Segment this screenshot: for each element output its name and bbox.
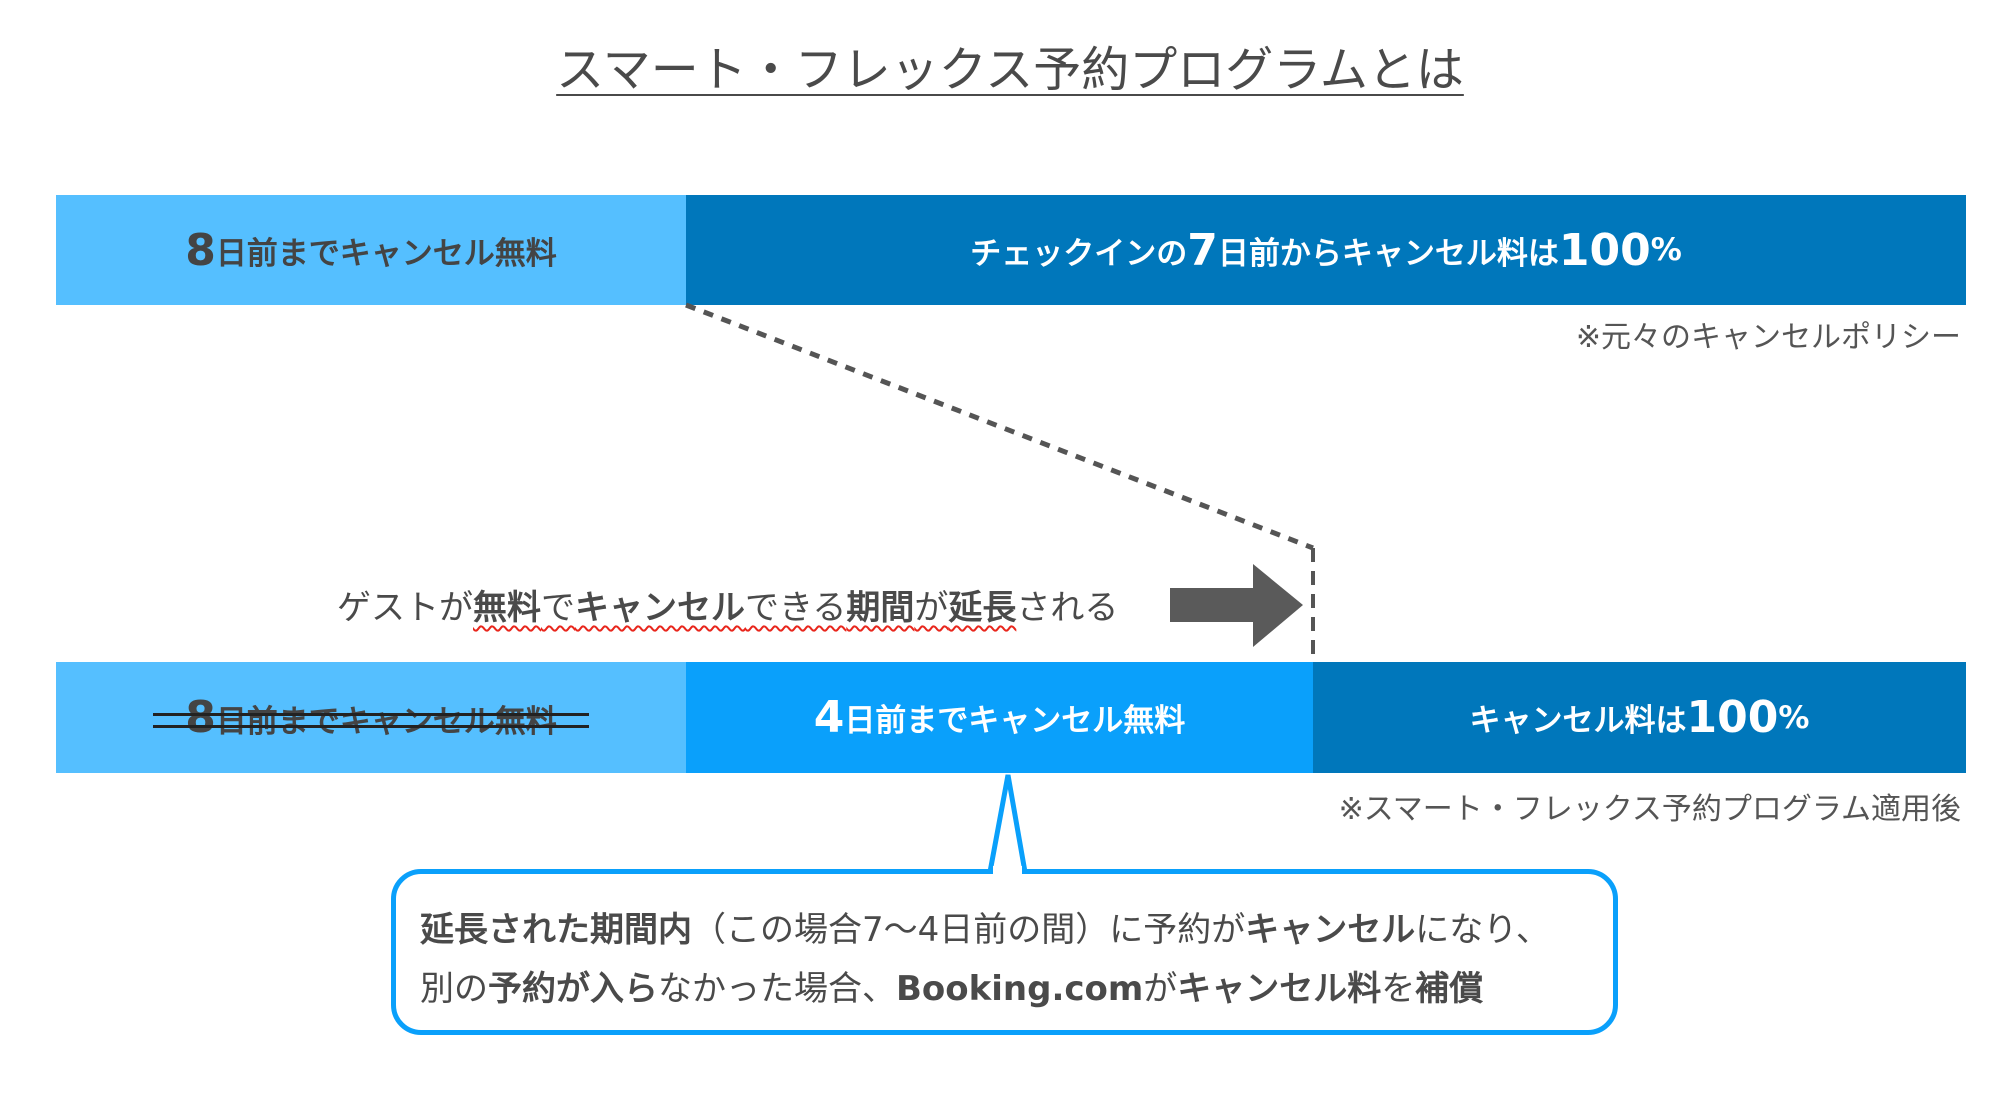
applied-policy-note: ※スマート・フレックス予約プログラム適用後 bbox=[1338, 792, 1961, 827]
callout-line-1: 延長された期間内（この場合7〜4日前の間）に予約がキャンセルになり、 bbox=[420, 910, 1550, 950]
dashed-connector bbox=[685, 302, 1314, 551]
callout-box bbox=[391, 869, 1618, 1035]
right-arrow-icon bbox=[1170, 564, 1303, 647]
extension-message: ゲストが無料でキャンセルできる期間が延長される bbox=[337, 588, 1119, 628]
callout-pointer bbox=[986, 774, 1028, 875]
callout-line-2: 別の予約が入らなかった場合、Booking.comがキャンセル料を補償 bbox=[420, 969, 1484, 1009]
callout-pointer-mask bbox=[993, 866, 1022, 876]
old-free-period-struck: 8日前までキャンセル無料 bbox=[56, 662, 686, 773]
original-policy-note: ※元々のキャンセルポリシー bbox=[1575, 320, 1961, 355]
page-title: スマート・フレックス予約プログラムとは bbox=[556, 42, 1464, 98]
